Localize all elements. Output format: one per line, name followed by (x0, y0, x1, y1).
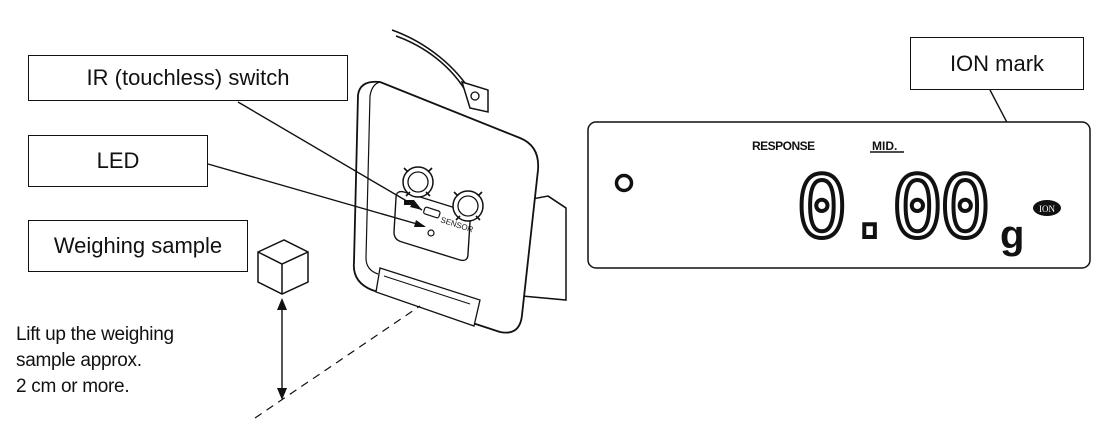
weighing-sample-callout: Weighing sample (28, 220, 248, 272)
response-mode: MID. (872, 139, 897, 153)
lcd-display: RESPONSE MID. 0.00 g ION (587, 121, 1091, 269)
right-knob (452, 190, 484, 222)
left-knob (402, 166, 434, 198)
weighing-sample-cube (257, 239, 309, 295)
sensing-axis-dashed (254, 305, 421, 419)
led-callout: LED (28, 135, 208, 187)
response-label: RESPONSE (752, 139, 815, 153)
lift-instruction-note: Lift up the weighing sample approx. 2 cm… (16, 322, 174, 400)
led-indicator (427, 229, 435, 237)
ir-sensor-device: SENSOR (352, 80, 540, 334)
ir-switch-callout: IR (touchless) switch (28, 55, 348, 101)
ir-switch-window (423, 206, 441, 219)
weight-reading: 0.00 (796, 158, 987, 258)
device-cable (391, 29, 471, 91)
stability-indicator (614, 173, 634, 193)
ion-mark-label: ION mark (949, 50, 1045, 76)
led-label: LED (96, 148, 140, 173)
lift-height-arrow (277, 298, 287, 400)
weighing-sample-label: Weighing sample (53, 233, 223, 258)
ir-switch-label: IR (touchless) switch (86, 65, 290, 90)
ion-indicator-text: ION (1039, 204, 1055, 214)
note-line-1: Lift up the weighing (16, 324, 174, 345)
ion-indicator-badge (1033, 200, 1061, 216)
ion-mark-callout: ION mark (910, 37, 1084, 90)
note-line-3: 2 cm or more. (16, 376, 130, 397)
unit-label: g (1000, 213, 1024, 257)
note-line-2: sample approx. (16, 350, 142, 371)
